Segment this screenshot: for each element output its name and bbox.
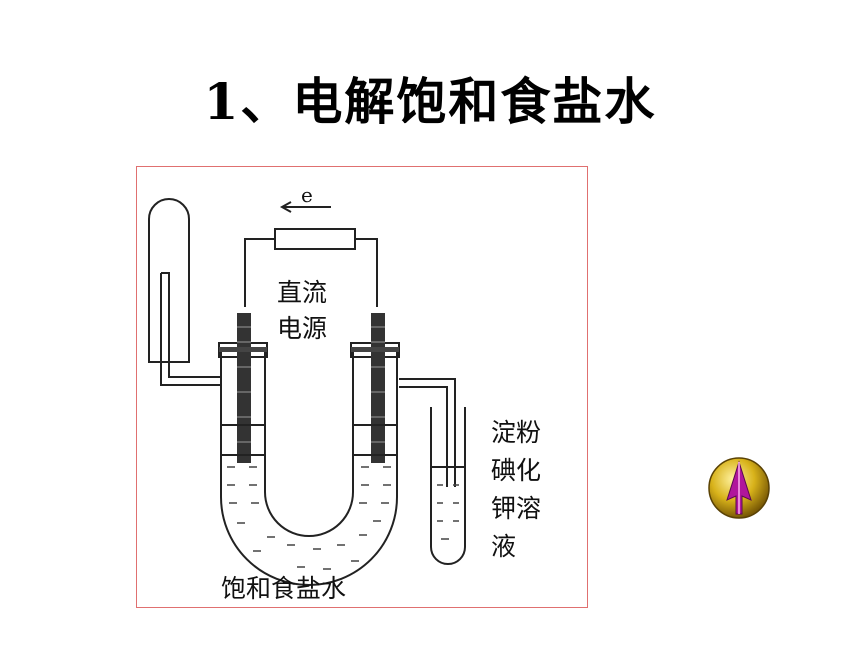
collection-inner-tube bbox=[161, 272, 222, 378]
circuit-wire bbox=[244, 238, 275, 307]
test-solution-label-line2: 碘化 bbox=[491, 456, 542, 485]
left-electrode bbox=[237, 313, 251, 463]
test-solution-label-line4: 液 bbox=[491, 532, 517, 561]
right-electrode bbox=[371, 313, 385, 463]
electron-label: e bbox=[301, 183, 313, 207]
nav-button[interactable] bbox=[707, 456, 771, 520]
delivery-tube bbox=[399, 378, 456, 487]
test-tube bbox=[430, 407, 466, 565]
test-solution-label-line1: 淀粉 bbox=[491, 418, 542, 447]
power-supply-label-line2: 电源 bbox=[277, 314, 328, 343]
power-supply-box bbox=[274, 228, 356, 250]
collection-tube bbox=[148, 198, 190, 363]
electrolysis-diagram: e 直流 电源 淀粉 碘化 钾溶 液 饱和食盐水 bbox=[136, 166, 588, 608]
electrolyte-label: 饱和食盐水 bbox=[221, 574, 347, 603]
arrow-up-icon bbox=[708, 457, 770, 519]
u-tube bbox=[220, 347, 398, 586]
slide-title: 1、电解饱和食盐水 bbox=[203, 72, 657, 131]
test-solution-label-line3: 钾溶 bbox=[491, 494, 542, 523]
power-supply-label-line1: 直流 bbox=[277, 278, 328, 307]
apparatus-drawing bbox=[148, 198, 466, 586]
